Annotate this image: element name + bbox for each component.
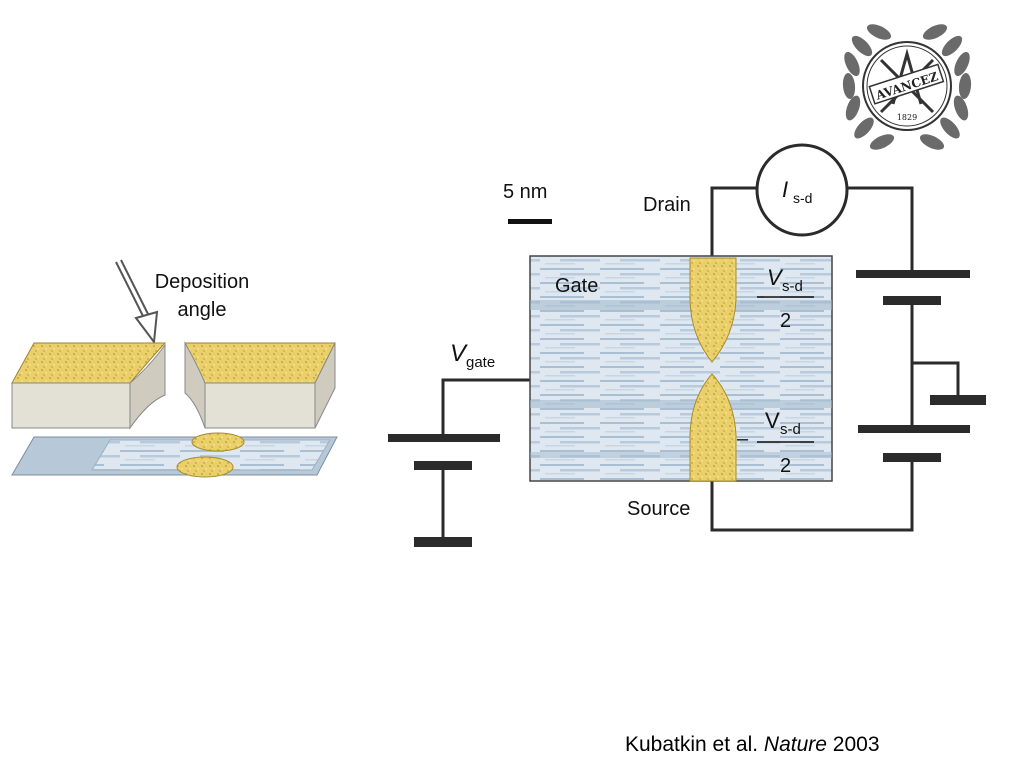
gate-label: Gate xyxy=(555,275,598,297)
source-electrode xyxy=(689,373,737,482)
break-junction-illustration: Deposition angle xyxy=(11,259,338,478)
source-drain-battery xyxy=(856,270,986,462)
vgate-subscript: gate xyxy=(466,354,495,371)
vsd-half-positive: V s-d 2 xyxy=(757,265,814,332)
vgate-symbol: V xyxy=(450,340,468,367)
vsd-subscript-bottom: s-d xyxy=(780,421,801,438)
circuit-wires xyxy=(441,186,960,541)
deposition-arrow xyxy=(115,259,159,345)
vsd-symbol-top: V xyxy=(767,265,784,290)
gate-panel xyxy=(529,255,833,482)
right-electrode-block xyxy=(184,341,336,429)
caption-authors: Kubatkin et al. xyxy=(625,733,764,756)
vsd-symbol-bottom: V xyxy=(765,408,780,433)
current-subscript: s-d xyxy=(793,190,812,206)
caption-journal: Nature xyxy=(763,733,827,756)
two-bottom: 2 xyxy=(780,455,791,477)
left-electrode-block xyxy=(11,342,167,430)
vsd-subscript-top: s-d xyxy=(782,278,803,295)
deposition-label: Deposition xyxy=(155,271,250,293)
two-top: 2 xyxy=(780,310,791,332)
caption-year: 2003 xyxy=(826,733,880,756)
drain-label: Drain xyxy=(643,194,691,216)
scale-bar xyxy=(508,219,552,224)
seal-year: 1829 xyxy=(897,113,917,122)
citation-caption: Kubatkin et al. Nature 2003 xyxy=(625,733,880,757)
angle-label: angle xyxy=(178,299,227,321)
ammeter: I s-d xyxy=(755,143,849,237)
drain-electrode xyxy=(689,257,737,363)
substrate-plate xyxy=(11,432,338,478)
university-seal-logo: AVANCEZ 1829 xyxy=(842,24,972,150)
scale-label: 5 nm xyxy=(503,181,547,203)
minus-sign: – xyxy=(737,428,749,450)
current-symbol: I xyxy=(782,177,788,202)
source-label: Source xyxy=(627,498,690,520)
vsd-half-negative: – V s-d 2 xyxy=(737,408,814,477)
gate-battery xyxy=(388,434,500,547)
